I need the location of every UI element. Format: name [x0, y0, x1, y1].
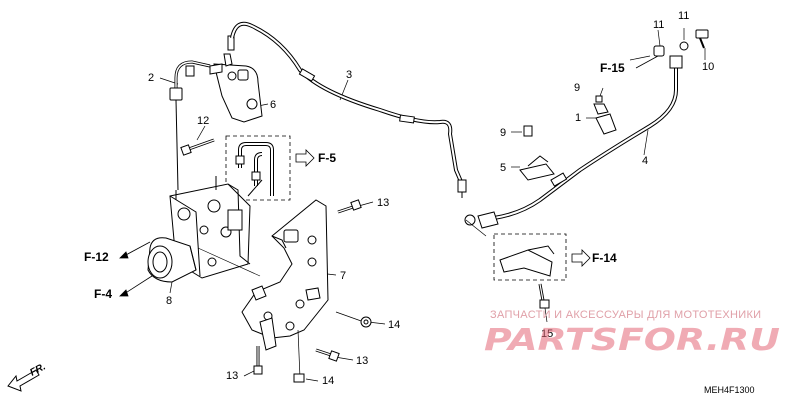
watermark-brand: PARTSFOR.RU — [484, 323, 780, 358]
f14-detail-box — [493, 233, 591, 309]
callout-13c: 13 — [226, 370, 238, 382]
part-4-hose — [464, 55, 683, 237]
diagram-code: MEH4F1300 — [704, 385, 755, 395]
watermark: ЗАПЧАСТИ И АКСЕССУАРЫ ДЛЯ МОТОТЕХНИКИ PA… — [484, 309, 780, 358]
callout-10: 10 — [702, 61, 714, 73]
f5-detail-box — [225, 135, 315, 201]
callout-15: 15 — [541, 328, 553, 340]
callout-12: 12 — [197, 115, 209, 127]
callout-13a: 13 — [377, 197, 389, 209]
ref-f5: F-5 — [318, 151, 336, 165]
callout-11a: 11 — [653, 19, 664, 31]
part-12-bolt — [180, 138, 215, 156]
part-3-hose — [230, 21, 467, 198]
callout-8: 8 — [166, 295, 172, 307]
callout-5: 5 — [500, 162, 506, 174]
bolts — [253, 199, 372, 383]
callout-14b: 14 — [322, 375, 334, 387]
callout-9a: 9 — [574, 82, 580, 94]
callout-7: 7 — [340, 270, 346, 282]
watermark-tagline: ЗАПЧАСТИ И АКСЕССУАРЫ ДЛЯ МОТОТЕХНИКИ — [490, 309, 761, 321]
front-direction-label: FR. — [28, 361, 47, 378]
part-2-pipe — [169, 60, 211, 191]
callout-9b: 9 — [500, 127, 506, 139]
ref-f14: F-14 — [592, 251, 617, 265]
callout-2: 2 — [148, 72, 154, 84]
ref-f15: F-15 — [600, 61, 625, 75]
front-direction-arrow: FR. — [7, 361, 48, 392]
callout-3: 3 — [346, 69, 352, 81]
part-6-joint — [209, 35, 263, 123]
part-8-abs-modulator — [147, 176, 263, 283]
callout-11b: 11 — [678, 10, 689, 22]
right-small-parts — [519, 29, 709, 181]
callout-4: 4 — [642, 155, 648, 167]
f15-arrow — [635, 55, 659, 69]
callout-labels: 1 2 3 4 5 6 7 8 9 9 10 11 11 12 13 13 13… — [148, 10, 714, 387]
callout-6: 6 — [270, 99, 276, 111]
reference-labels: F-5 F-12 F-4 F-15 F-14 — [84, 61, 625, 301]
ref-f12: F-12 — [84, 250, 109, 264]
ref-f4: F-4 — [94, 287, 112, 301]
callout-14a: 14 — [388, 319, 400, 331]
ref-arrows-left — [119, 241, 153, 297]
callout-1: 1 — [575, 112, 581, 124]
callout-13b: 13 — [356, 355, 368, 367]
part-7-bracket — [197, 199, 329, 351]
